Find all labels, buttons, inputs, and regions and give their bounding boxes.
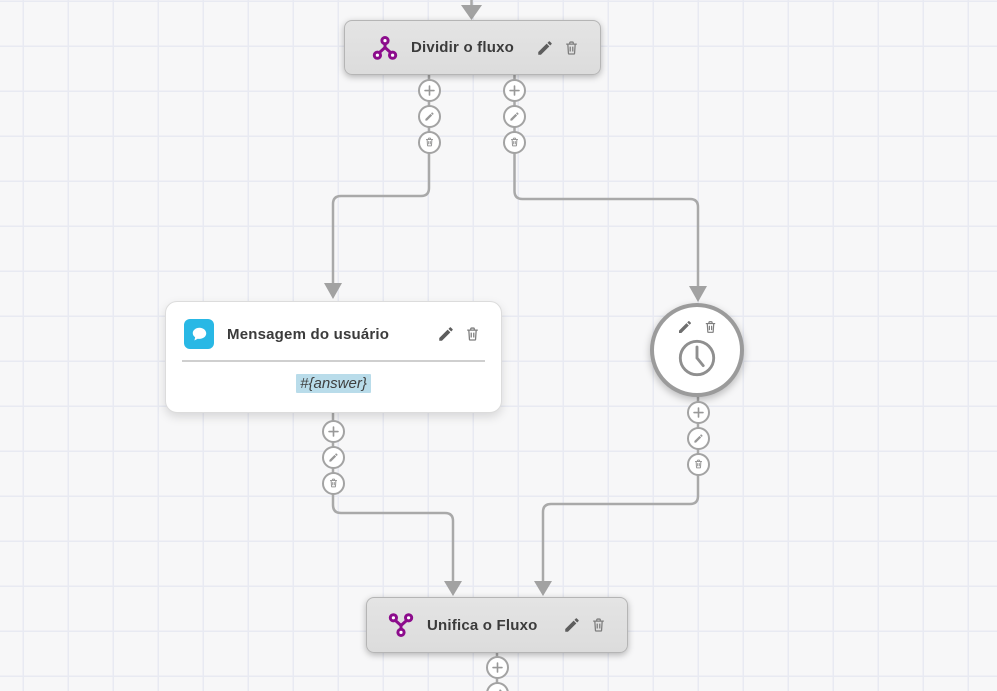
chat-bubble-icon (184, 319, 214, 349)
edit-button[interactable] (686, 426, 710, 450)
delete-icon[interactable] (464, 325, 481, 343)
node-merge-flow[interactable]: Unifica o Fluxo (366, 597, 628, 653)
merge-flow-icon (388, 612, 414, 638)
add-button[interactable] (485, 655, 509, 679)
edit-button[interactable] (321, 445, 345, 469)
arrowhead-into-merge-left (444, 581, 462, 596)
merge-node-title: Unifica o Fluxo (427, 616, 538, 634)
node-user-message[interactable]: Mensagem do usuário #{answer} (165, 301, 502, 413)
split-flow-icon (372, 35, 398, 61)
delete-button[interactable] (417, 130, 441, 154)
edit-button[interactable] (417, 104, 441, 128)
delete-icon[interactable] (590, 616, 607, 634)
delete-icon[interactable] (563, 39, 580, 57)
add-button[interactable] (503, 78, 526, 102)
add-button[interactable] (686, 400, 710, 424)
edit-icon[interactable] (677, 319, 693, 335)
connector-split-to-timer (513, 73, 700, 287)
arrowhead-into-timer (689, 286, 707, 302)
clock-icon (676, 337, 718, 379)
add-button[interactable] (417, 78, 441, 102)
connector-split-to-message (331, 73, 431, 284)
delete-icon[interactable] (703, 319, 718, 335)
add-button[interactable] (321, 419, 345, 443)
arrowhead-into-merge-right (534, 581, 552, 596)
delete-button[interactable] (503, 130, 526, 154)
node-timer[interactable] (650, 303, 744, 397)
arrowhead-into-message (324, 283, 342, 299)
connector-timer-to-merge (541, 394, 700, 582)
user-message-node-title: Mensagem do usuário (227, 325, 390, 343)
edit-icon[interactable] (563, 616, 581, 634)
connector-message-to-merge (331, 413, 455, 582)
card-divider (182, 360, 485, 362)
edit-icon[interactable] (437, 325, 455, 343)
node-split-flow[interactable]: Dividir o fluxo (344, 20, 601, 75)
delete-button[interactable] (686, 452, 710, 476)
arrowhead-into-split (461, 5, 482, 20)
split-node-title: Dividir o fluxo (411, 39, 515, 56)
edit-button[interactable] (503, 104, 526, 128)
message-variable-value[interactable]: #{answer} (296, 373, 371, 393)
delete-button[interactable] (321, 471, 345, 495)
edit-icon[interactable] (536, 39, 554, 57)
